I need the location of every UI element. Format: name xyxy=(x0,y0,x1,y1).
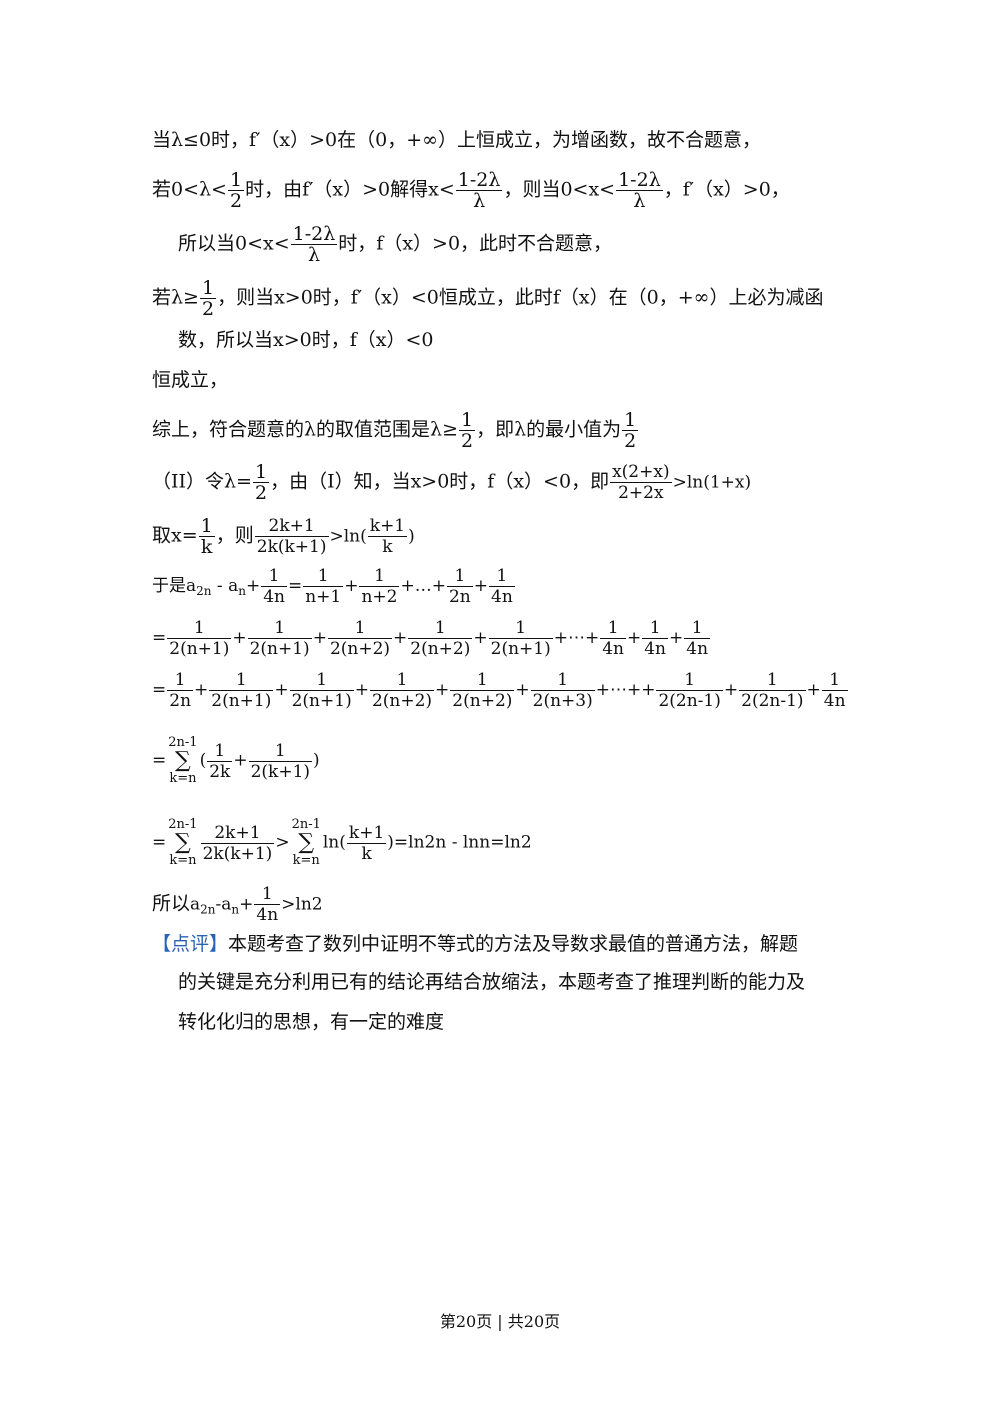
fraction: x(2+x)2+2x xyxy=(610,462,672,503)
line-6: 恒成立， xyxy=(152,369,229,391)
page-footer: 第20页 | 共20页 xyxy=(439,1312,561,1331)
review-line-1: 【点评】本题考查了数列中证明不等式的方法及导数求最值的普通方法，解题 xyxy=(152,933,799,955)
summation: 2n-1∑k=n xyxy=(291,817,321,868)
review-line-3: 转化化归的思想，有一定的难度 xyxy=(178,1011,445,1033)
summation: 2n-1∑k=n xyxy=(168,735,198,786)
line-1: 当λ≤0时，f′（x）>0在（0，+∞）上恒成立，为增函数，故不合题意， xyxy=(152,129,761,151)
review-tag: 【点评】 xyxy=(152,933,229,955)
review-line-2: 的关键是充分利用已有的结论再结合放缩法，本题考查了推理判断的能力及 xyxy=(178,971,806,993)
summation: 2n-1∑k=n xyxy=(168,817,198,868)
line-5: 数，所以当x>0时，f（x）<0 xyxy=(178,329,434,351)
